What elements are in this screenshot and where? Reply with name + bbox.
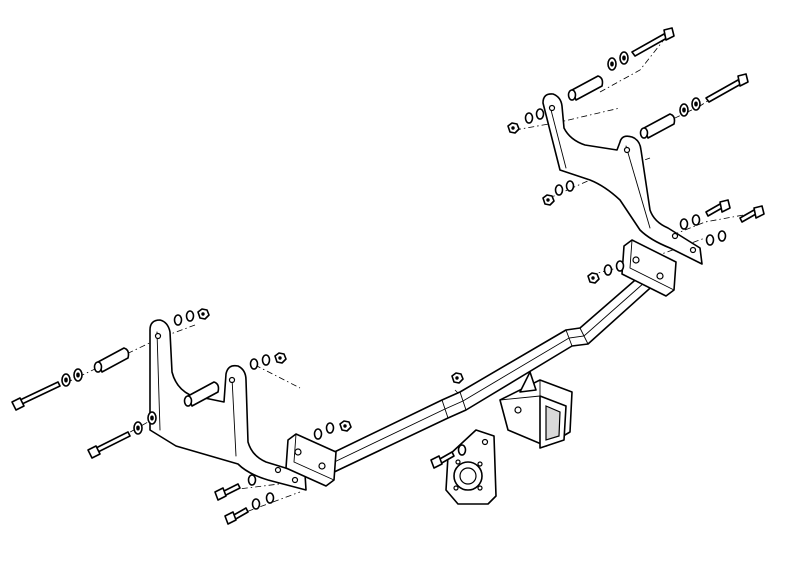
- left-side-bracket: [149, 319, 307, 491]
- long-bolts: [11, 27, 749, 459]
- receiver-tube: [499, 371, 573, 449]
- spacer-tubes: [93, 75, 676, 407]
- left-end-plate: [285, 433, 337, 487]
- right-end-plate: [621, 239, 677, 297]
- wiring-plate-bracket: [445, 429, 497, 505]
- right-side-bracket: [542, 93, 703, 265]
- short-bolts: [214, 199, 765, 525]
- nuts: [197, 122, 600, 432]
- washers: [61, 51, 727, 510]
